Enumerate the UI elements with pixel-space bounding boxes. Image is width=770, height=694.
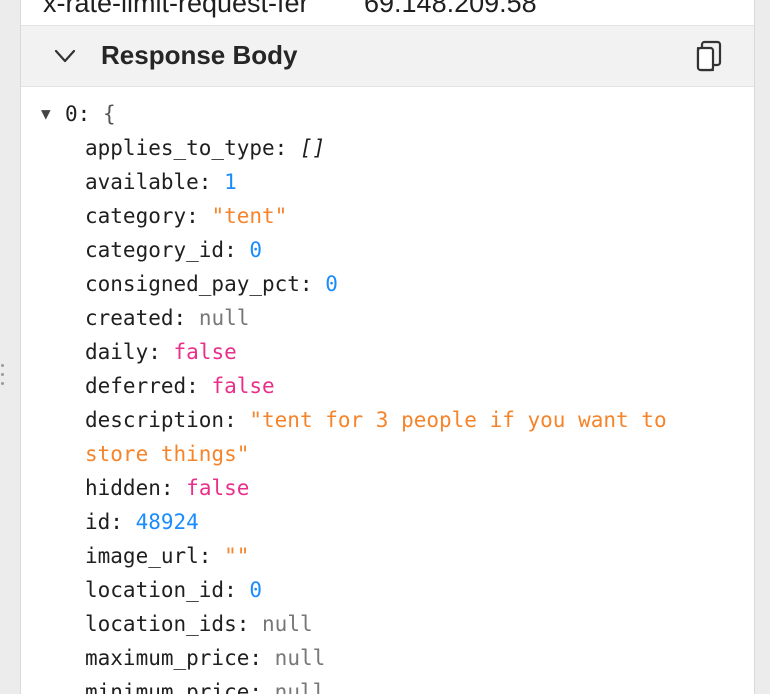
json-key: hidden:: [85, 476, 174, 500]
json-root-brace: {: [102, 102, 116, 126]
json-value: "tent": [211, 204, 288, 228]
json-value: null: [262, 612, 313, 636]
json-property-line: maximum_price: null: [21, 641, 754, 675]
json-property-line: location_id: 0: [21, 573, 754, 607]
json-property-line: category: "tent": [21, 199, 754, 233]
json-key: consigned_pay_pct:: [85, 272, 313, 296]
json-property-line: hidden: false: [21, 471, 754, 505]
json-key: maximum_price:: [85, 646, 263, 670]
json-property-line: created: null: [21, 301, 754, 335]
json-property-line: consigned_pay_pct: 0: [21, 267, 754, 301]
json-key: applies_to_type:: [85, 136, 288, 160]
json-property-line: minimum_price: null: [21, 675, 754, 694]
response-body-section-header[interactable]: Response Body: [21, 25, 754, 87]
json-key: minimum_price:: [85, 680, 263, 694]
json-value: false: [186, 476, 250, 500]
json-property-line: category_id: 0: [21, 233, 754, 267]
json-key: daily:: [85, 340, 161, 364]
json-value: 48924: [135, 510, 199, 534]
response-panel: x-rate-limit-request-fer 69.148.209.58 R…: [20, 0, 755, 694]
json-value: []: [299, 136, 326, 160]
json-property-line: available: 1: [21, 165, 754, 199]
json-root-line[interactable]: ▼ 0: {: [21, 97, 754, 131]
json-property-line: description: "tent for 3 people if you w…: [21, 403, 754, 437]
json-value: false: [173, 340, 237, 364]
json-property-line: applies_to_type: []: [21, 131, 754, 165]
json-value: "": [224, 544, 250, 568]
json-key: created:: [85, 306, 187, 330]
json-property-line: deferred: false: [21, 369, 754, 403]
panel-resize-grip[interactable]: [0, 362, 6, 390]
section-title: Response Body: [101, 40, 298, 70]
json-value: 1: [224, 170, 237, 194]
json-key: image_url:: [85, 544, 212, 568]
json-key: category_id:: [85, 238, 237, 262]
header-value: 69.148.209.58: [364, 0, 537, 18]
copy-icon[interactable]: [694, 40, 724, 72]
json-root-key: 0:: [65, 102, 91, 126]
json-property-line: id: 48924: [21, 505, 754, 539]
json-value: "tent for 3 people if you want to: [249, 408, 667, 432]
response-header-row: x-rate-limit-request-fer 69.148.209.58: [21, 0, 754, 24]
chevron-down-icon[interactable]: [53, 44, 77, 68]
json-property-line: location_ids: null: [21, 607, 754, 641]
json-property-line: image_url: "": [21, 539, 754, 573]
collapse-toggle-icon[interactable]: ▼: [41, 104, 51, 123]
json-key: location_id:: [85, 578, 237, 602]
json-key: description:: [85, 408, 237, 432]
json-value: 0: [249, 238, 263, 262]
header-name: x-rate-limit-request-fer: [43, 0, 309, 18]
json-key: location_ids:: [85, 612, 250, 636]
json-key: available:: [85, 170, 212, 194]
json-key: id:: [85, 510, 123, 534]
json-value: 0: [325, 272, 338, 296]
json-value: null: [274, 680, 326, 694]
json-value: null: [198, 306, 250, 330]
json-value: false: [211, 374, 275, 398]
json-key: category:: [85, 204, 199, 228]
json-value-continuation: store things": [21, 437, 754, 471]
json-key: deferred:: [85, 374, 199, 398]
json-value: 0: [249, 578, 263, 602]
json-value-wrapped: store things": [85, 442, 250, 466]
json-property-line: daily: false: [21, 335, 754, 369]
json-value: null: [274, 646, 326, 670]
